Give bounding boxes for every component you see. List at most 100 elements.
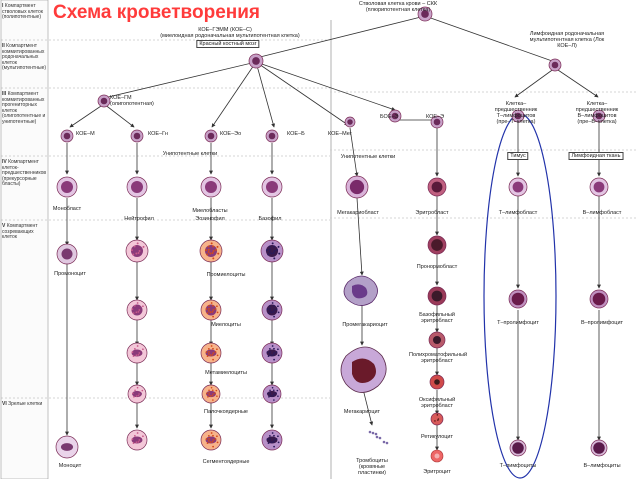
cell-basophil-metamyelocyte-granule-0 xyxy=(273,352,276,354)
cell-polychrom-eb-nucleus xyxy=(433,336,441,344)
cell-basophil-myelocyte-granule-10 xyxy=(273,304,275,307)
cell-basophil-band-granule-6 xyxy=(270,395,273,397)
cell-reticulocyte xyxy=(430,412,444,426)
label-segmented: Сегментоядерные xyxy=(202,459,250,465)
cell-eosinophil-band-granule-10 xyxy=(211,389,214,392)
cell-pre-t-nucleus xyxy=(514,112,522,120)
cell-eosinophil-segmented-granule-8 xyxy=(216,441,219,444)
cell-neutrophil-myelocyte-granule-4 xyxy=(131,308,134,311)
cell-eosinophil-band-granule-13 xyxy=(214,392,216,394)
arrow-gemm-to-gm xyxy=(103,61,257,100)
label-basophil: Базофил xyxy=(258,216,282,222)
label-thymus: Тимус xyxy=(507,152,529,160)
cell-neutrophil-promyelocyte-granule-5 xyxy=(142,245,145,248)
cell-basophil-myelocyte-granule-11 xyxy=(273,315,275,318)
platelet-1 xyxy=(375,435,379,439)
cell-basophil-promyelocyte-granule-0 xyxy=(273,250,276,252)
cell-eosinophil-myelocyte-granule-3 xyxy=(211,310,214,313)
cell-eosinophil-myelocyte-granule-8 xyxy=(216,311,219,314)
cell-monoblast-nucleus xyxy=(61,181,73,193)
cell-eosinophil-band-granule-7 xyxy=(208,389,210,392)
arrow-stem-to-lymph xyxy=(424,15,556,63)
label-monoblast: Монобласт xyxy=(52,206,82,212)
arrow-lymph-to-b xyxy=(554,67,599,98)
cell-basophil-band-granule-7 xyxy=(269,389,271,392)
label-stem-cell: Стволовая клетка крови – СКК (плюрипотен… xyxy=(358,1,438,13)
cell-basophil-segmented-granule-7 xyxy=(268,434,271,437)
cell-eosinophil-band-granule-6 xyxy=(209,395,212,397)
cell-basophil-band-granule-5 xyxy=(276,389,279,392)
cell-eosinophil-metamyelocyte-granule-6 xyxy=(209,354,212,357)
label-koe-eo: КОЕ–Эо xyxy=(220,131,242,137)
cell-basophil-band-granule-10 xyxy=(272,389,275,392)
cell-basophil-band-granule-11 xyxy=(273,399,275,401)
cell-basophil-myelocyte-granule-5 xyxy=(277,305,279,308)
label-b-precursor: Клетка–предшественник В–лимфоцитов (пре–… xyxy=(575,101,619,125)
cell-neutrophil-promyelocyte-granule-6 xyxy=(135,252,138,255)
cell-neutrophil-segmented-granule-2 xyxy=(136,432,139,434)
cell-neutrophil-segmented-granule-5 xyxy=(142,435,144,438)
cell-eosinophil-band-granule-3 xyxy=(211,394,214,397)
cell-pre-b-nucleus xyxy=(595,112,603,120)
cell-basophil-band-granule-9 xyxy=(269,393,271,396)
label-band: Палочкоядерные xyxy=(204,409,248,415)
cell-eosinophil-myelocyte-granule-0 xyxy=(212,309,215,311)
cell-b-prolymphocyte-nucleus xyxy=(592,292,606,306)
cell-eosinophil-band-granule-11 xyxy=(212,399,214,401)
cell-neutrophil-band-granule-4 xyxy=(132,392,134,395)
cell-basophil-segmented-granule-1 xyxy=(267,442,270,445)
cell-basophil-band-granule-2 xyxy=(271,386,274,389)
cell-eosinophil-metamyelocyte-granule-3 xyxy=(211,353,214,356)
cell-basophil-band-granule-12 xyxy=(269,392,271,394)
label-polychrom-eb: Полихроматофильный эритробласт xyxy=(409,352,468,364)
sidebar-compartment-3: III Компартмент коммитированных прогенит… xyxy=(2,91,46,125)
arrow-lymph-to-t xyxy=(514,67,556,98)
cell-eosinophil-myelocyte-granule-6 xyxy=(209,311,212,314)
cell-neutrophil-band-granule-7 xyxy=(134,389,136,392)
cell-neutrophil-segmented-granule-6 xyxy=(135,441,138,444)
cell-neutrophil-promyelocyte-granule-1 xyxy=(132,253,135,256)
cell-t-lymphocyte-nucleus xyxy=(512,442,524,454)
label-megakaryoblast: Мегакариобласт xyxy=(337,210,379,216)
cell-eosinophil-promyelocyte-granule-12 xyxy=(207,248,210,251)
cell-basophil-band-granule-13 xyxy=(275,392,277,394)
arrow-gemm-to-boe xyxy=(255,61,396,111)
label-unipotent-right: Унипотентные клетки xyxy=(340,154,396,160)
cell-eosinophil-metamyelocyte-granule-1 xyxy=(206,355,209,358)
cell-eosinophil-segmented-granule-2 xyxy=(210,432,213,434)
label-koe-meg: КОЕ–Мег xyxy=(328,131,352,137)
cell-basophil-segmented-granule-13 xyxy=(275,438,278,440)
sidebar-compartment-6: VI Зрелые клетки xyxy=(2,401,43,407)
cell-eosinophil-metamyelocyte-granule-0 xyxy=(212,352,215,354)
cell-basophil-segmented-granule-3 xyxy=(272,440,275,443)
cell-stem-nucleus xyxy=(421,10,429,18)
cell-t-prolymphocyte-nucleus xyxy=(511,292,525,306)
cell-basophil-segmented-nucleus xyxy=(266,436,278,444)
arrow-maturation-17 xyxy=(356,197,364,276)
arrow-gemm-to-eo xyxy=(211,61,257,128)
cell-eosinophil-segmented-granule-5 xyxy=(216,435,218,438)
cell-basophil-metamyelocyte-granule-7 xyxy=(268,347,271,350)
arrow-gemm-to-b xyxy=(255,61,276,128)
cell-eosinophil-myelocyte-granule-5 xyxy=(216,305,218,308)
cell-basophil-promyelocyte-granule-4 xyxy=(265,249,268,252)
cell-eosinophil-promyelocyte-granule-5 xyxy=(216,245,219,248)
label-lymphoid-parent: Лимфоидная родоначальная мультипотентная… xyxy=(529,31,605,49)
label-platelets: Тромбоциты (кровяные пластинки) xyxy=(356,458,388,476)
cell-eosinophil-segmented-granule-0 xyxy=(212,439,215,441)
cell-eosinophil-segmented-granule-9 xyxy=(207,439,210,442)
cell-boe-e-nucleus xyxy=(391,112,399,120)
cell-basophil-metamyelocyte-granule-13 xyxy=(275,351,278,353)
cell-neutrophil-promyelocyte-granule-3 xyxy=(137,252,140,255)
cell-b-lymphoblast-nucleus xyxy=(593,181,605,193)
cell-basophil-myelocyte-granule-3 xyxy=(272,310,275,313)
cell-eosinophil-band-granule-8 xyxy=(216,395,218,397)
cell-eosinophil-myelocyte-granule-9 xyxy=(207,309,210,312)
cell-koe-meg-nucleus xyxy=(347,119,353,125)
label-koe-gm-sub: (олигопотентная) xyxy=(110,101,154,107)
platelet-0 xyxy=(368,430,372,434)
cell-reticulocyte-granule-1 xyxy=(434,420,436,422)
cell-basophil-metamyelocyte-granule-9 xyxy=(268,352,271,355)
label-boe-e: БОЕ–Э xyxy=(380,114,399,120)
cell-eosinophil-segmented-granule-3 xyxy=(211,440,214,443)
